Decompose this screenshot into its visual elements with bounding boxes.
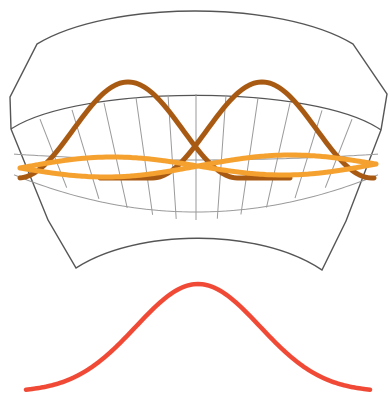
grid-radial-line: [325, 119, 352, 188]
dark-wave-1: [20, 82, 290, 178]
dark-wave-2: [100, 82, 374, 178]
bell-curve: [26, 284, 370, 390]
